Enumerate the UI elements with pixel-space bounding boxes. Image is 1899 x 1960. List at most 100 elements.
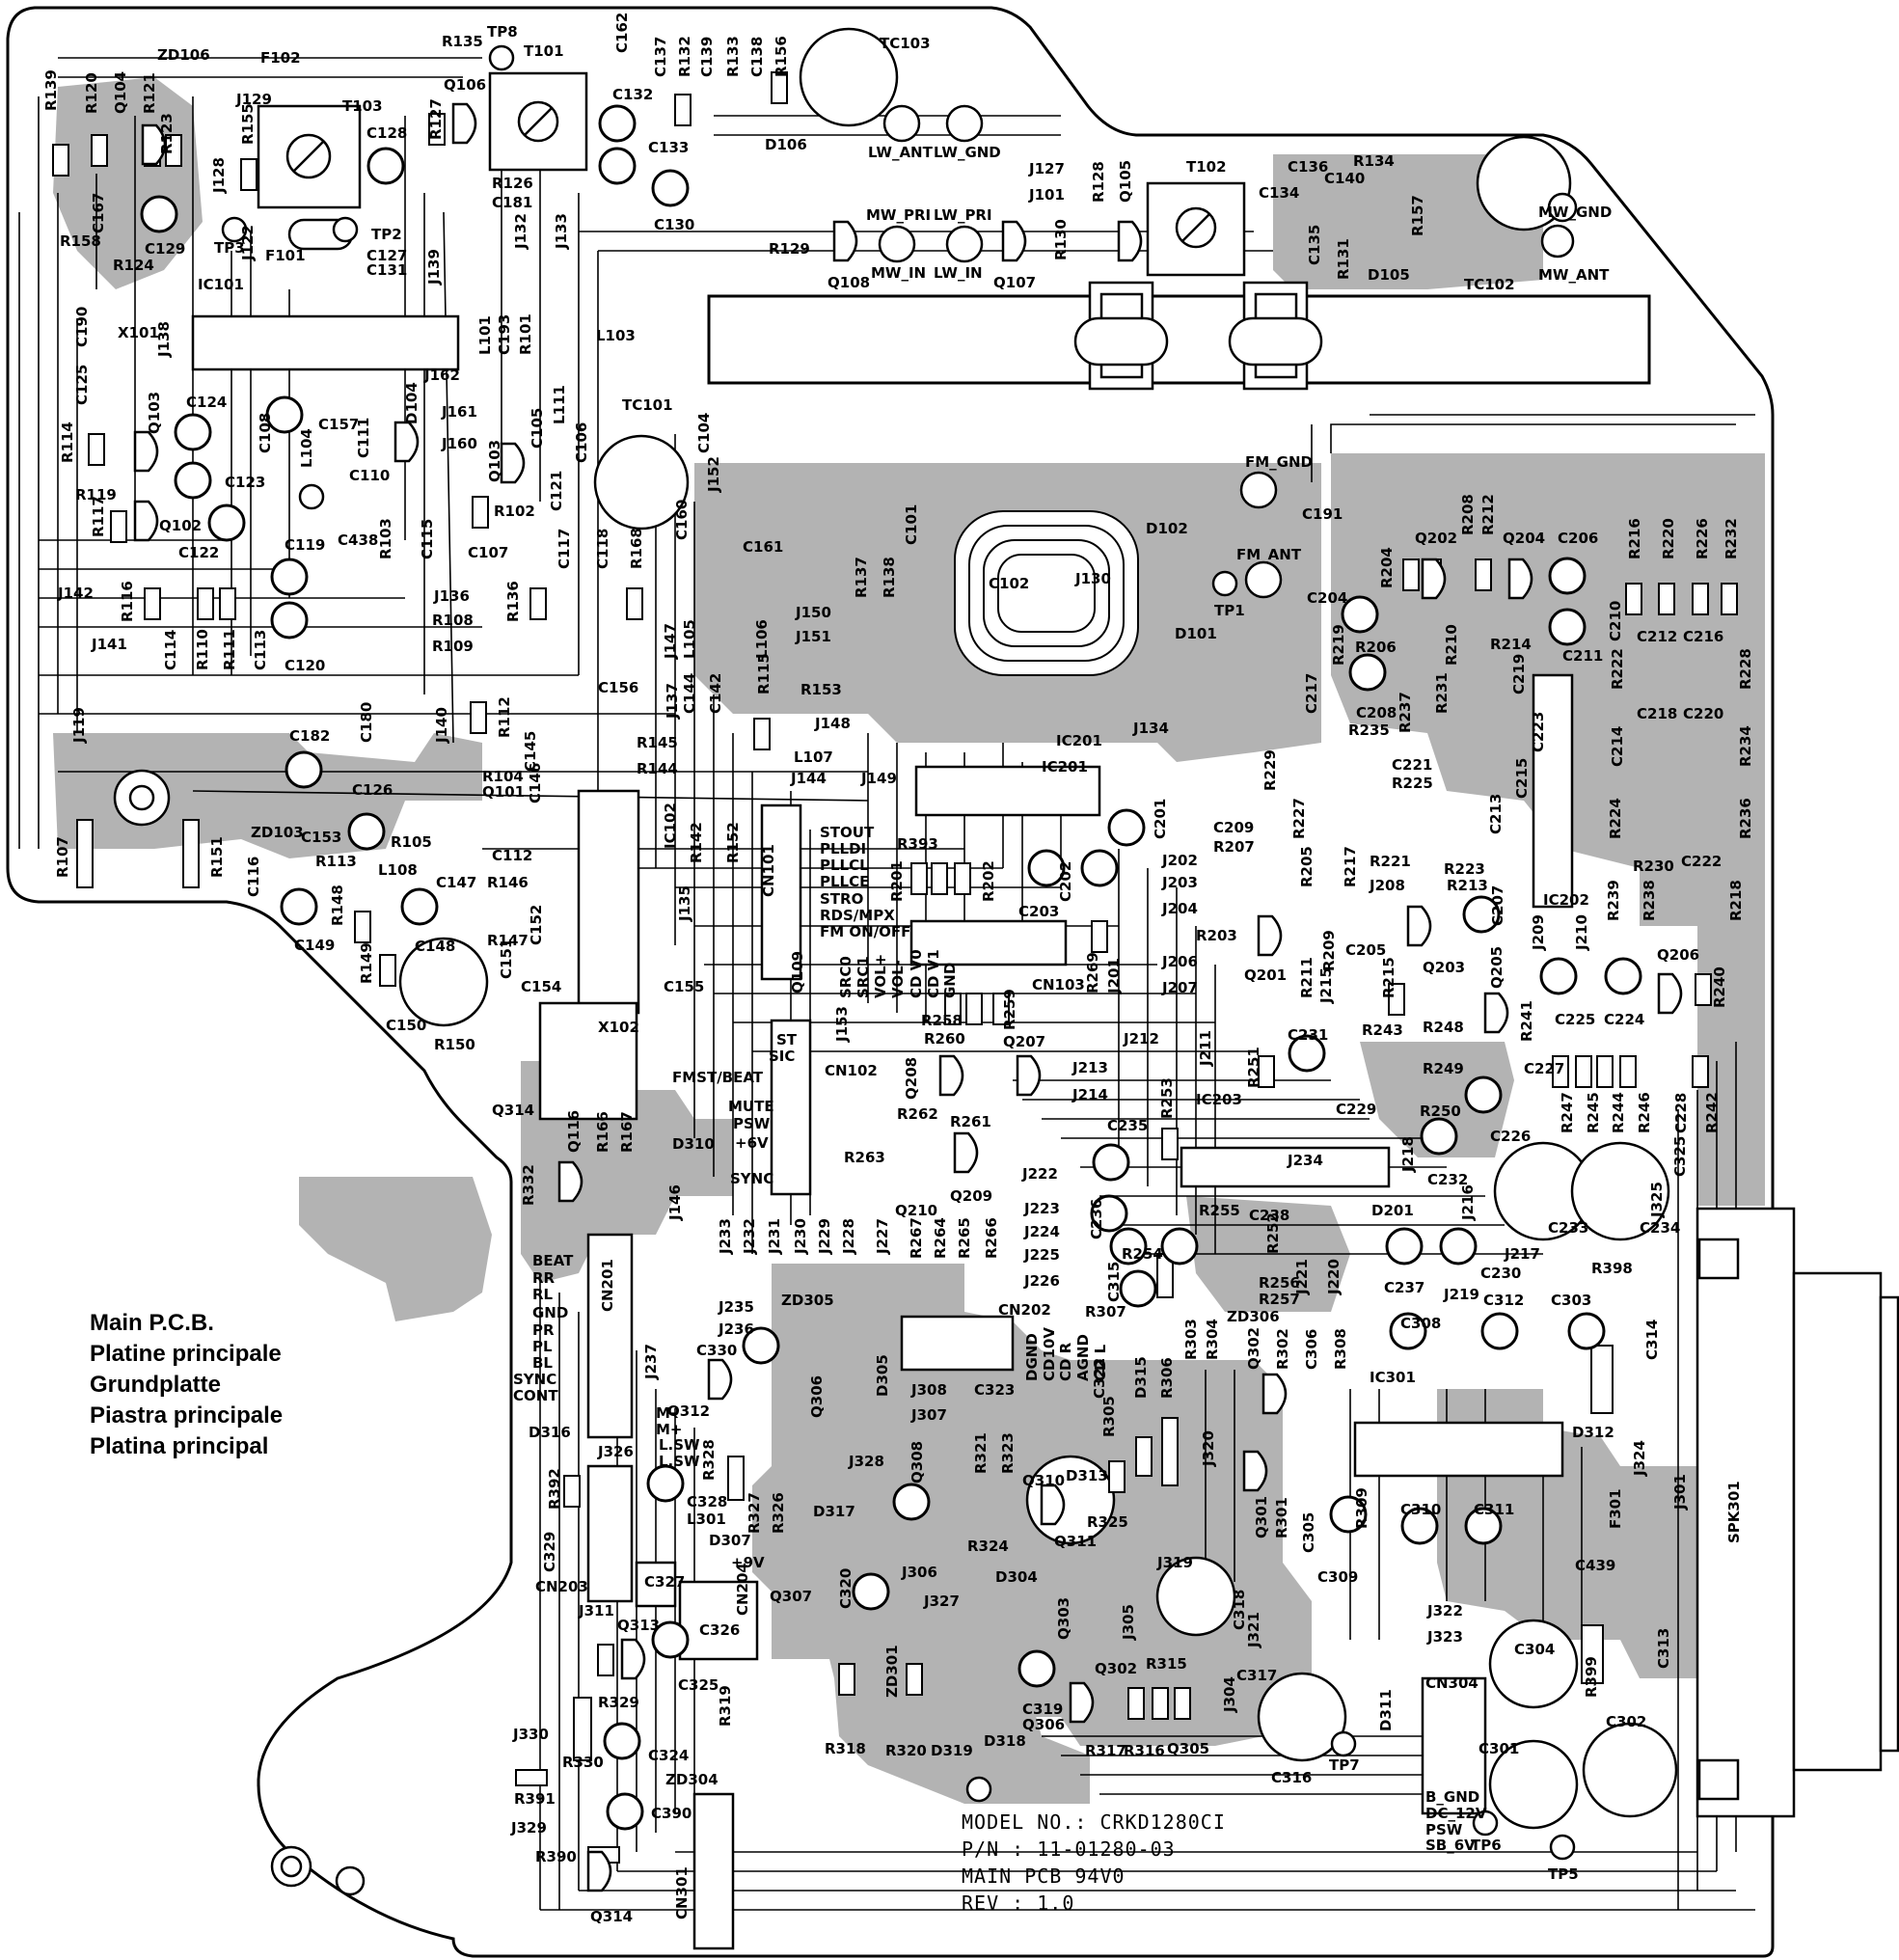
ic-bodies — [191, 314, 1574, 1950]
svg-text:R135: R135 — [442, 33, 483, 50]
svg-text:C132: C132 — [612, 86, 653, 103]
svg-text:D106: D106 — [765, 136, 807, 153]
svg-text:R202: R202 — [980, 860, 997, 902]
svg-text:R168: R168 — [628, 528, 645, 569]
svg-text:J225: J225 — [1023, 1246, 1060, 1264]
svg-text:R110: R110 — [194, 629, 211, 670]
svg-text:Q116: Q116 — [565, 1110, 583, 1153]
svg-text:L108: L108 — [378, 861, 418, 879]
svg-text:C202: C202 — [1057, 861, 1074, 902]
svg-text:J237: J237 — [642, 1344, 660, 1380]
svg-text:CN304: CN304 — [1425, 1674, 1479, 1692]
svg-text:R305: R305 — [1100, 1396, 1118, 1437]
svg-text:C311: C311 — [1474, 1501, 1514, 1518]
svg-text:D319: D319 — [931, 1742, 973, 1759]
svg-text:X101: X101 — [118, 324, 159, 341]
svg-text:CD L: CD L — [1092, 1344, 1109, 1381]
svg-text:C118: C118 — [594, 529, 611, 569]
svg-text:J101: J101 — [1028, 186, 1065, 204]
svg-text:Q205: Q205 — [1488, 946, 1506, 989]
svg-text:C209: C209 — [1213, 819, 1254, 836]
svg-text:X102: X102 — [598, 1019, 639, 1036]
svg-text:L106: L106 — [753, 619, 771, 659]
svg-text:R264: R264 — [932, 1217, 949, 1259]
svg-text:C106: C106 — [573, 422, 590, 463]
transistors — [133, 102, 1683, 1892]
svg-text:ZD306: ZD306 — [1227, 1308, 1280, 1325]
svg-text:J153: J153 — [833, 1006, 851, 1043]
svg-text:C310: C310 — [1400, 1501, 1441, 1518]
svg-text:R145: R145 — [637, 734, 678, 751]
svg-text:Q310: Q310 — [1022, 1472, 1065, 1489]
svg-text:C312: C312 — [1483, 1292, 1524, 1309]
svg-text:R319: R319 — [717, 1685, 734, 1727]
svg-text:R392: R392 — [546, 1468, 563, 1510]
svg-text:J161: J161 — [441, 403, 477, 421]
svg-text:L.SW: L.SW — [659, 1453, 700, 1470]
svg-text:PLLCE: PLLCE — [820, 873, 869, 890]
svg-text:J328: J328 — [848, 1453, 884, 1470]
svg-text:J141: J141 — [91, 636, 127, 653]
svg-text:R252: R252 — [1264, 1212, 1282, 1254]
svg-text:C146: C146 — [527, 763, 544, 803]
svg-text:J129: J129 — [235, 91, 272, 108]
svg-text:J323: J323 — [1426, 1628, 1463, 1646]
svg-text:Q207: Q207 — [1003, 1033, 1045, 1050]
svg-text:R120: R120 — [83, 72, 100, 114]
svg-text:C317: C317 — [1236, 1667, 1277, 1684]
svg-text:R324: R324 — [967, 1538, 1009, 1555]
svg-text:ZD305: ZD305 — [781, 1292, 834, 1309]
svg-text:J327: J327 — [923, 1592, 960, 1610]
svg-text:R329: R329 — [598, 1694, 639, 1711]
svg-text:VOL+: VOL+ — [872, 954, 889, 998]
svg-text:C115: C115 — [419, 519, 436, 559]
svg-text:D305: D305 — [874, 1354, 891, 1397]
svg-text:J207: J207 — [1161, 979, 1198, 996]
svg-text:R211: R211 — [1298, 957, 1316, 998]
svg-text:TP8: TP8 — [487, 23, 518, 41]
svg-text:R218: R218 — [1727, 880, 1745, 921]
svg-text:C127: C127 — [366, 247, 407, 264]
svg-text:T103: T103 — [342, 97, 383, 115]
svg-text:R258: R258 — [921, 1012, 963, 1029]
svg-text:Q109: Q109 — [789, 951, 806, 994]
svg-text:SRC1: SRC1 — [855, 956, 872, 998]
svg-text:R238: R238 — [1641, 880, 1658, 921]
caption-line-it: Piastra principale — [90, 1402, 284, 1429]
svg-text:+9V: +9V — [731, 1554, 765, 1571]
caption-line-es: Platina principal — [90, 1433, 269, 1459]
svg-text:L103: L103 — [596, 327, 636, 344]
svg-text:C181: C181 — [492, 194, 532, 211]
svg-text:J214: J214 — [1072, 1086, 1108, 1103]
svg-text:C438: C438 — [338, 531, 378, 549]
svg-text:R245: R245 — [1585, 1092, 1602, 1133]
svg-text:C439: C439 — [1575, 1557, 1615, 1574]
svg-text:D313: D313 — [1066, 1467, 1108, 1484]
svg-text:C229: C229 — [1336, 1101, 1376, 1118]
svg-text:R152: R152 — [724, 822, 742, 863]
svg-text:Q103: Q103 — [146, 392, 163, 434]
svg-text:PLLDI: PLLDI — [820, 840, 866, 858]
tuner-clips — [1073, 281, 1323, 391]
svg-text:C308: C308 — [1400, 1315, 1441, 1332]
svg-text:R330: R330 — [562, 1754, 604, 1771]
svg-text:C156: C156 — [598, 679, 638, 696]
svg-text:R249: R249 — [1423, 1060, 1464, 1077]
svg-text:R393: R393 — [897, 835, 938, 853]
svg-text:J308: J308 — [910, 1381, 947, 1399]
svg-text:R153: R153 — [800, 681, 842, 698]
svg-text:R239: R239 — [1605, 880, 1622, 921]
svg-text:R226: R226 — [1694, 518, 1711, 559]
svg-text:C230: C230 — [1480, 1265, 1521, 1282]
svg-text:R155: R155 — [239, 103, 257, 145]
svg-text:C113: C113 — [252, 630, 269, 670]
svg-text:J140: J140 — [433, 707, 450, 744]
svg-text:R323: R323 — [999, 1432, 1017, 1474]
svg-text:C234: C234 — [1640, 1219, 1680, 1237]
svg-text:PL: PL — [532, 1338, 553, 1355]
svg-text:R167: R167 — [618, 1111, 636, 1153]
svg-text:R231: R231 — [1433, 672, 1451, 714]
svg-text:Q303: Q303 — [1055, 1597, 1072, 1640]
svg-text:SIC: SIC — [769, 1048, 795, 1065]
svg-text:J130: J130 — [1074, 570, 1111, 587]
